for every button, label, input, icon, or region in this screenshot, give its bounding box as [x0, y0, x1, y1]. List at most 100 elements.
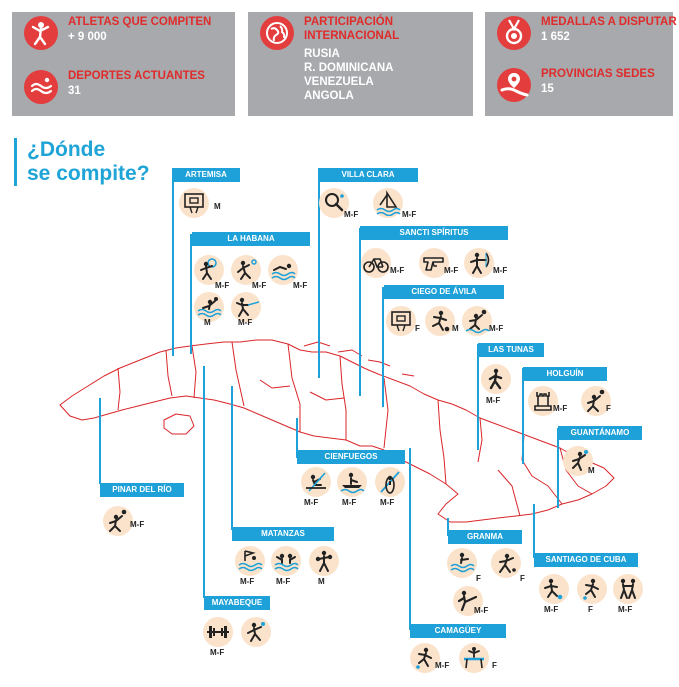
football-icon: [544, 578, 563, 600]
weightlifting-icon: [207, 626, 229, 638]
athletes-stat: ATLETAS QUE COMPITEN + 9 000: [18, 16, 238, 56]
sport-las-tunas-1: M-F: [480, 364, 520, 408]
province-label-la-habana: LA HABANA: [192, 232, 310, 246]
rowing-icon: [306, 472, 326, 492]
basketball-hoop-icon: [184, 193, 204, 214]
province-label-artemisa: ARTEMISA: [172, 168, 240, 182]
canoe-icon: [340, 472, 365, 494]
participation-label-1: PARTICIPACIÓN: [304, 16, 394, 28]
gender-tag: F: [520, 574, 525, 583]
gymnastics-icon: [464, 647, 484, 669]
sport-ciego-1: F: [385, 306, 425, 350]
synchronized-swimming-icon: [274, 553, 299, 572]
tennis-icon: [200, 258, 217, 280]
shooting-icon: [423, 257, 444, 271]
provinces-value: 15: [541, 83, 554, 95]
connector-camaguey: [409, 448, 411, 630]
participation-stat: PARTICIPACIÓN INTERNACIONAL RUSIA R. DOM…: [254, 16, 474, 112]
province-label-camaguey: CAMAGÜEY: [410, 624, 506, 638]
stats-panel-left: ATLETAS QUE COMPITEN + 9 000 DEPORTES AC…: [12, 12, 235, 116]
sport-matanzas-1: M-F: [234, 546, 274, 590]
sport-pinar-1: M-F: [102, 506, 145, 550]
sport-mayabeque-1: M-F: [202, 617, 242, 661]
provinces-stat: PROVINCIAS SEDES 15: [491, 68, 679, 108]
sport-cienfuegos-3: M-F: [374, 467, 414, 511]
section-heading: ¿Dónde se compite?: [14, 138, 150, 186]
sport-ciego-3: M-F: [461, 306, 504, 350]
sport-sancti-spiritus-1: M-F: [360, 248, 404, 292]
gender-tag: M-F: [252, 281, 267, 290]
volleyball-icon: [587, 389, 605, 412]
sport-sancti-spiritus-2: M-F: [418, 248, 458, 292]
country-list: RUSIA R. DOMINICANA VENEZUELA ANGOLA: [304, 47, 393, 103]
sports-value: 31: [68, 85, 81, 97]
province-label-guantanamo: GUANTÁNAMO: [558, 426, 642, 440]
volleyball-icon: [109, 509, 127, 532]
table-tennis-icon: [325, 193, 344, 212]
gender-tag: M-F: [130, 520, 145, 529]
connector-artemisa: [172, 168, 174, 356]
sports-label: DEPORTES ACTUANTES: [68, 70, 205, 82]
province-label-matanzas: MATANZAS: [232, 527, 334, 541]
sport-matanzas-3: M: [308, 546, 348, 590]
athletics-icon: [416, 647, 432, 669]
gender-tag: M-F: [493, 266, 508, 275]
sport-ciego-2: M: [424, 306, 464, 350]
gender-tag: M-F: [276, 577, 291, 586]
beach-volleyball-icon: [465, 309, 490, 334]
connector-granma: [447, 518, 449, 536]
sport-mayabeque-2: [240, 617, 280, 661]
medals-value: 1 652: [541, 31, 570, 43]
sport-granma-1: F: [446, 548, 486, 592]
connector-matanzas: [231, 386, 233, 530]
sailing-icon: [376, 190, 401, 216]
provinces-label: PROVINCIAS SEDES: [541, 68, 655, 80]
heading-line-1: ¿Dónde: [27, 138, 106, 161]
sport-villa-clara-1: M-F: [318, 188, 358, 232]
swimming-wave-icon: [24, 70, 58, 104]
gender-tag: M-F: [240, 577, 255, 586]
province-label-cienfuegos: CIENFUEGOS: [297, 450, 405, 464]
sport-sancti-spiritus-3: M-F: [463, 248, 507, 292]
gender-tag: M-F: [489, 324, 504, 333]
triathlon-icon: [238, 550, 263, 572]
sport-la-habana-2: M-F: [230, 255, 270, 299]
gender-tag: F: [588, 605, 593, 614]
fencing-icon: [236, 297, 259, 317]
softball-icon: [247, 622, 265, 642]
gender-tag: M-F: [618, 605, 633, 614]
gender-tag: M: [452, 324, 459, 333]
archery-icon: [470, 252, 490, 274]
basketball-hoop-icon: [391, 311, 411, 332]
cycling-icon: [363, 258, 389, 273]
sport-la-habana-1: M-F: [193, 255, 233, 299]
country-item: ANGOLA: [304, 90, 354, 102]
province-label-mayabeque: MAYABEQUE: [204, 596, 270, 610]
gender-tag: M: [214, 202, 221, 211]
province-label-granma: GRANMA: [448, 530, 522, 544]
gender-tag: M-F: [293, 281, 308, 290]
handball-icon: [572, 450, 588, 471]
swimming-icon: [271, 263, 296, 281]
athletes-label: ATLETAS QUE COMPITEN: [68, 16, 212, 28]
sport-cienfuegos-1: M-F: [300, 467, 340, 511]
athletes-value: + 9 000: [68, 31, 107, 43]
country-item: RUSIA: [304, 48, 340, 60]
sport-camaguey-1: M-F: [409, 643, 449, 687]
connector-pinar-del-rio: [99, 398, 101, 484]
gender-tag: M-F: [380, 498, 395, 507]
gender-tag: M-F: [435, 661, 450, 670]
stats-panel-middle: PARTICIPACIÓN INTERNACIONAL RUSIA R. DOM…: [248, 12, 473, 116]
province-label-holguin: HOLGUÍN: [523, 367, 607, 381]
connector-ciego-de-avila: [382, 287, 384, 407]
water-polo-icon: [197, 297, 222, 318]
connector-santiago: [533, 504, 535, 558]
province-label-villa-clara: VILLA CLARA: [318, 168, 418, 182]
kayak-icon: [380, 471, 400, 494]
gender-tag: M-F: [544, 605, 559, 614]
sport-granma-3: M-F: [452, 586, 492, 630]
connector-las-tunas: [477, 344, 479, 450]
gender-tag: M-F: [444, 266, 459, 275]
medals-label: MEDALLAS A DISPUTAR: [541, 16, 677, 28]
taekwondo-icon: [457, 590, 478, 612]
